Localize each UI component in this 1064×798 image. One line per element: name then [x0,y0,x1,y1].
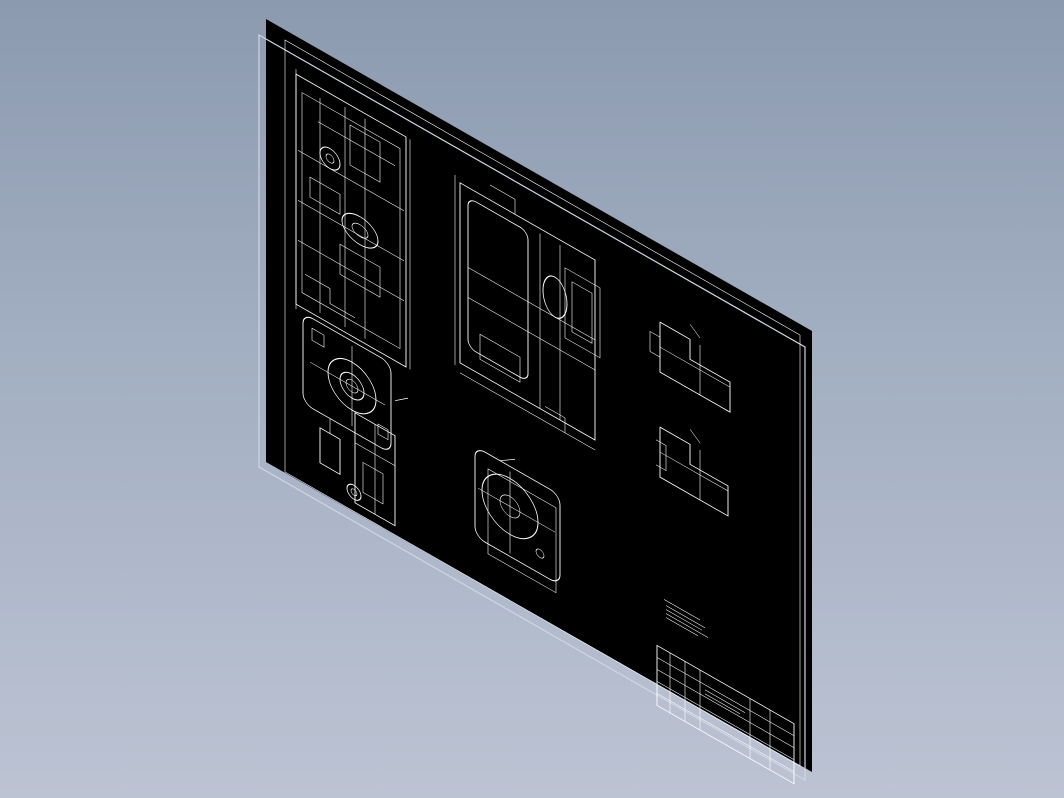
technical-notes [664,599,708,638]
flange-plate-view [474,450,561,594]
detail-part-a [649,321,731,413]
sheet-outer-border [258,33,806,782]
assembly-front-view [295,68,411,370]
detail-part-b [656,426,729,517]
bracket-side-view [319,412,396,527]
sheet-inner-border [284,39,801,767]
sheet-content [295,68,795,785]
sheet-background [266,19,812,772]
drawing-sheet[interactable] [258,19,812,782]
assembly-section-view [454,174,601,451]
base-plate-top-view [302,316,409,450]
title-block [656,644,795,785]
